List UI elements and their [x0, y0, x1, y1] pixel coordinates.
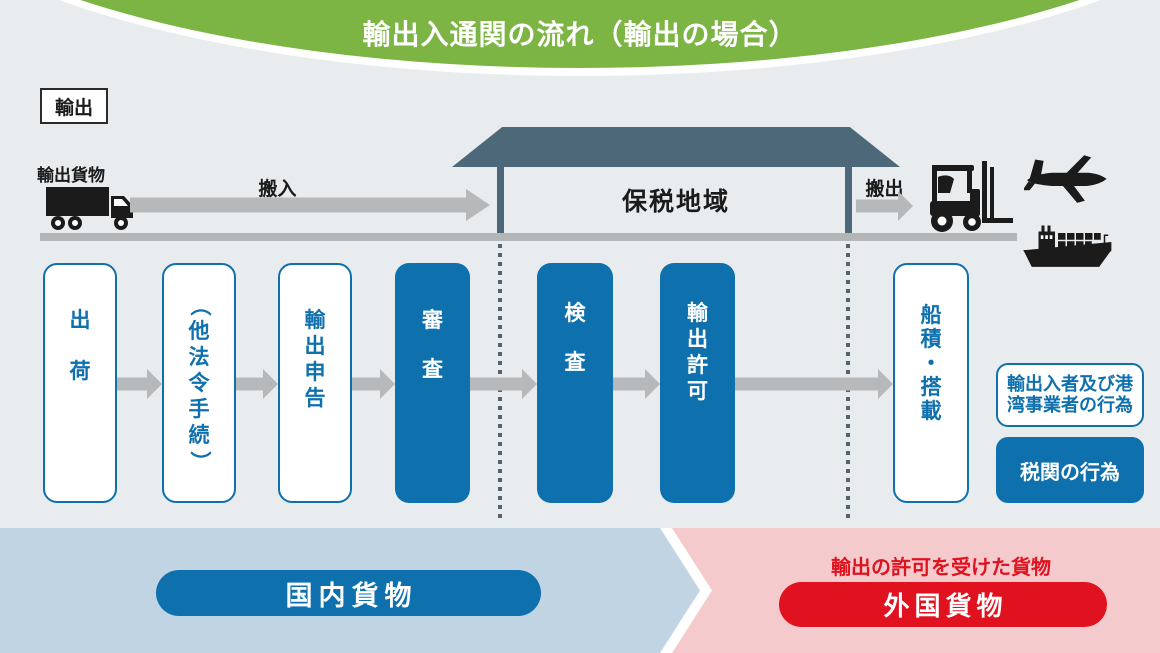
domestic-cargo-pill: 国内貨物: [156, 570, 541, 616]
carry-out-label: 搬出: [865, 179, 904, 200]
export-cargo-label: 輸出貨物: [37, 166, 105, 185]
flow-arrow-4: [470, 369, 537, 399]
flow-arrow-1: [117, 369, 162, 399]
flow-arrow-2: [236, 369, 278, 399]
step-examination-box: 審査: [395, 263, 470, 503]
legend-trader-acts: 輸出入者及び港 湾事業者の行為: [996, 363, 1144, 427]
step-loading-box: 船積・搭載: [893, 263, 969, 503]
airplane-icon: [1024, 148, 1108, 208]
foreign-cargo-pill: 外国貨物: [779, 582, 1107, 627]
bonded-area-roof: [452, 127, 900, 167]
step-export-permit-box: 輸出許可: [660, 263, 735, 503]
cargo-status-bands: [0, 528, 1160, 653]
bonded-area-pillar-left: [497, 167, 504, 233]
carry-out-arrow: [856, 191, 913, 221]
flow-arrow-3: [352, 369, 395, 399]
step-inspection-box: 検査: [537, 263, 613, 503]
carry-in-label: 搬入: [258, 179, 297, 200]
carry-in-arrow: [130, 189, 490, 221]
ship-icon: [1022, 224, 1112, 269]
legend-customs-acts: 税関の行為: [996, 437, 1144, 503]
bonded-area-label: 保税地域: [621, 188, 730, 216]
flow-arrow-6: [735, 369, 893, 399]
step-shipping-box: 出荷: [43, 263, 117, 503]
bonded-area-pillar-right: [845, 167, 852, 233]
export-tag: 輸出: [40, 88, 108, 124]
ground-line: [40, 233, 1017, 241]
permitted-cargo-note: 輸出の許可を受けた貨物: [831, 557, 1051, 579]
forklift-icon: [924, 161, 1014, 233]
flow-arrow-5: [613, 369, 660, 399]
step-export-declaration-box: 輸出申告: [278, 263, 352, 503]
legend-trader-line1: 輸出入者及び港: [1007, 374, 1133, 394]
page-title: 輸出入通関の流れ（輸出の場合）: [362, 19, 798, 50]
truck-icon: [45, 184, 137, 231]
legend-trader-line2: 湾事業者の行為: [1007, 395, 1133, 415]
step-other-laws-box: （他法令手続）: [162, 263, 236, 503]
